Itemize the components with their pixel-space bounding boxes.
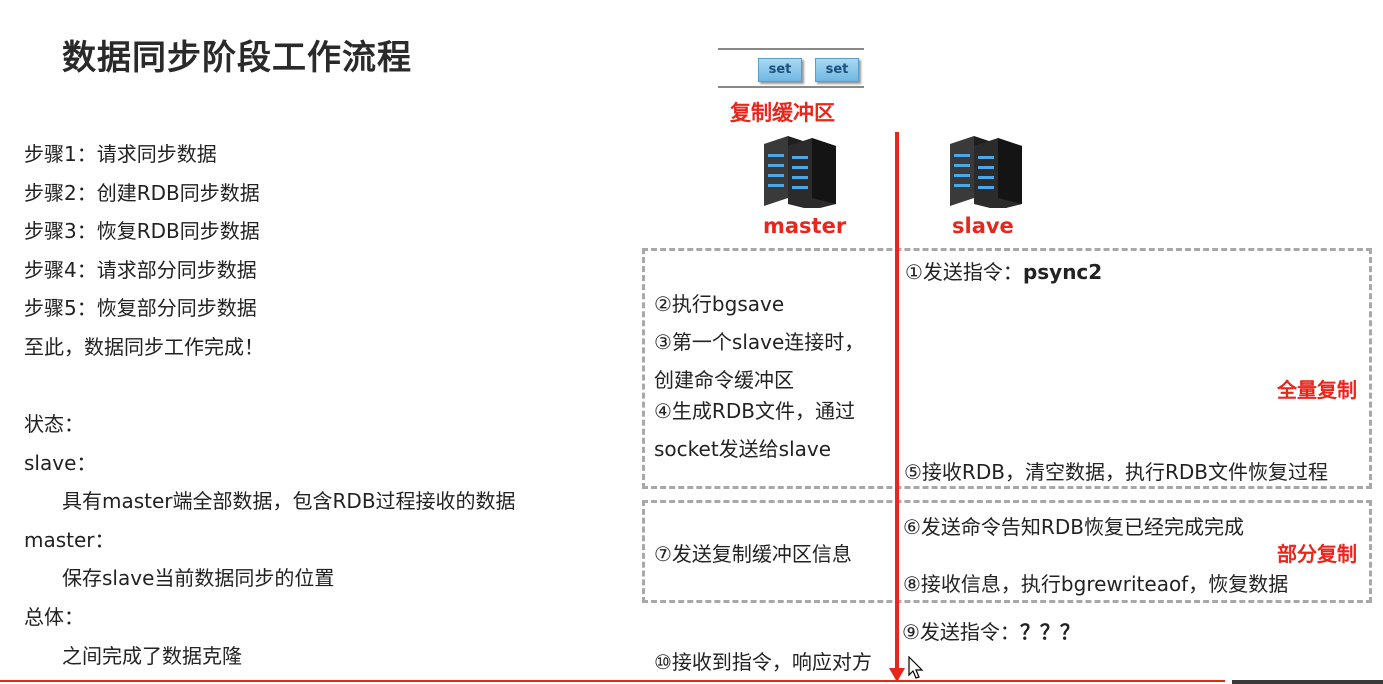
slave-server-icon <box>950 136 1022 208</box>
flow-step-9-cmd: ？？？ <box>1019 620 1080 644</box>
flow-step-4b: socket发送给slave <box>654 437 832 461</box>
bottom-divider <box>0 680 1225 682</box>
flow-step-3a: ③第一个slave连接时， <box>654 330 865 354</box>
flow-step-5: ⑤接收RDB，清空数据，执行RDB文件恢复过程 <box>904 460 1328 484</box>
flow-step-9-text: ⑨发送指令： <box>902 620 1020 644</box>
flow-step-4a: ④生成RDB文件，通过 <box>654 399 855 423</box>
flow-step-3b: 创建命令缓冲区 <box>654 368 794 392</box>
flow-step-8: ⑧接收信息，执行bgrewriteaof，恢复数据 <box>903 572 1289 596</box>
flow-step-6: ⑥发送命令告知RDB恢复已经完成完成 <box>903 515 1244 539</box>
overall-state-desc: 之间完成了数据克隆 <box>62 643 242 668</box>
mouse-cursor-icon <box>908 656 924 679</box>
partial-replication-tag: 部分复制 <box>1277 542 1357 566</box>
buffer-item-set: set <box>815 58 859 82</box>
slave-state-label: slave： <box>24 450 97 475</box>
slave-state-desc: 具有master端全部数据，包含RDB过程接收的数据 <box>62 489 516 514</box>
flow-step-1: ①发送指令：psync2 <box>905 256 1102 285</box>
timeline-line <box>895 132 899 672</box>
step-item: 步骤1：请求同步数据 <box>24 142 217 166</box>
full-replication-tag: 全量复制 <box>1277 378 1357 402</box>
flow-step-1-cmd: psync2 <box>1022 260 1103 284</box>
timeline-arrow-icon <box>889 668 905 682</box>
buffer-top-line <box>718 48 864 50</box>
slave-label: slave <box>952 214 1014 238</box>
flow-step-2: ②执行bgsave <box>654 292 785 316</box>
bottom-progress-bar <box>1232 680 1383 684</box>
master-label: master <box>763 214 847 238</box>
flow-step-9: ⑨发送指令：？？？ <box>902 616 1080 645</box>
flow-step-7: ⑦发送复制缓冲区信息 <box>654 542 852 566</box>
partial-replication-box <box>642 500 1372 603</box>
state-section: 状态： slave： 具有master端全部数据，包含RDB过程接收的数据 ma… <box>24 410 516 680</box>
full-replication-box <box>642 248 1372 489</box>
step-item: 步骤5：恢复部分同步数据 <box>24 296 257 320</box>
step-item: 步骤2：创建RDB同步数据 <box>24 180 260 205</box>
step-item: 步骤4：请求部分同步数据 <box>24 257 257 282</box>
flow-step-10: ⑩接收到指令，响应对方 <box>654 650 872 674</box>
step-item: 步骤3：恢复RDB同步数据 <box>24 219 260 243</box>
master-state-label: master： <box>24 527 115 552</box>
overall-state-label: 总体： <box>24 604 84 629</box>
buffer-bottom-line <box>718 86 864 88</box>
master-server-icon <box>764 136 836 208</box>
buffer-item-set: set <box>758 58 802 82</box>
step-item: 至此，数据同步工作完成！ <box>24 334 264 359</box>
state-heading: 状态： <box>24 412 84 436</box>
steps-list: 步骤1：请求同步数据 步骤2：创建RDB同步数据 步骤3：恢复RDB同步数据 步… <box>24 140 264 371</box>
flow-step-1-text: ①发送指令： <box>905 260 1023 284</box>
page-title: 数据同步阶段工作流程 <box>62 38 412 78</box>
buffer-label: 复制缓冲区 <box>730 101 835 125</box>
master-state-desc: 保存slave当前数据同步的位置 <box>62 566 335 591</box>
